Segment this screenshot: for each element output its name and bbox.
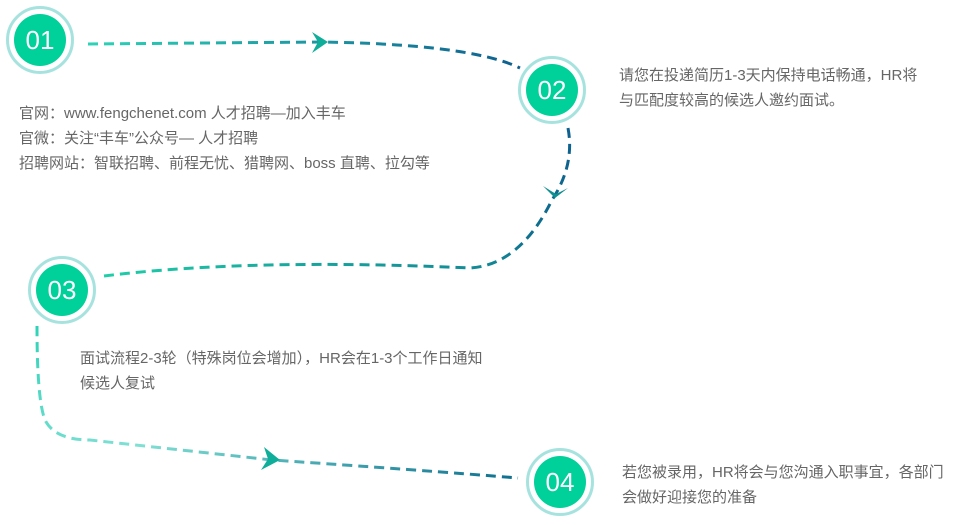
text-line: 请您在投递简历1-3天内保持电话畅通，HR将 <box>619 67 918 84</box>
step-number: 04 <box>534 456 586 508</box>
step-01-badge: 01 <box>6 6 74 74</box>
step-03-badge: 03 <box>28 256 96 324</box>
connector-02-03 <box>103 127 572 278</box>
step-03-description: 面试流程2-3轮（特殊岗位会增加），HR会在1-3个工作日通知 候选人复试 <box>80 346 483 396</box>
step-01-description: 官网：www.fengchenet.com 人才招聘—加入丰车 官微：关注“丰车… <box>19 101 430 176</box>
text-line: 候选人复试 <box>80 375 156 392</box>
step-number: 01 <box>14 14 66 66</box>
text-line: 若您被录用，HR将会与您沟通入职事宜，各部门 <box>622 464 944 481</box>
connector-03-04 <box>35 325 519 480</box>
text-line: 官微：关注“丰车”公众号— 人才招聘 <box>19 130 259 147</box>
text-line: 会做好迎接您的准备 <box>622 489 758 506</box>
step-number: 02 <box>526 64 578 116</box>
text-line: 面试流程2-3轮（特殊岗位会增加），HR会在1-3个工作日通知 <box>80 350 483 367</box>
connector-01-02 <box>87 40 521 70</box>
step-number: 03 <box>36 264 88 316</box>
text-line: 官网：www.fengchenet.com 人才招聘—加入丰车 <box>19 105 346 122</box>
text-line: 与匹配度较高的候选人邀约面试。 <box>619 92 845 109</box>
step-02-description: 请您在投递简历1-3天内保持电话畅通，HR将 与匹配度较高的候选人邀约面试。 <box>619 63 917 113</box>
arrow-icon <box>312 32 328 53</box>
arrow-icon <box>543 186 568 198</box>
step-02-badge: 02 <box>518 56 586 124</box>
text-line: 招聘网站：智联招聘、前程无忧、猎聘网、boss 直聘、拉勾等 <box>19 155 430 172</box>
step-04-badge: 04 <box>526 448 594 516</box>
arrow-icon <box>261 447 280 470</box>
step-04-description: 若您被录用，HR将会与您沟通入职事宜，各部门 会做好迎接您的准备 <box>622 460 944 510</box>
